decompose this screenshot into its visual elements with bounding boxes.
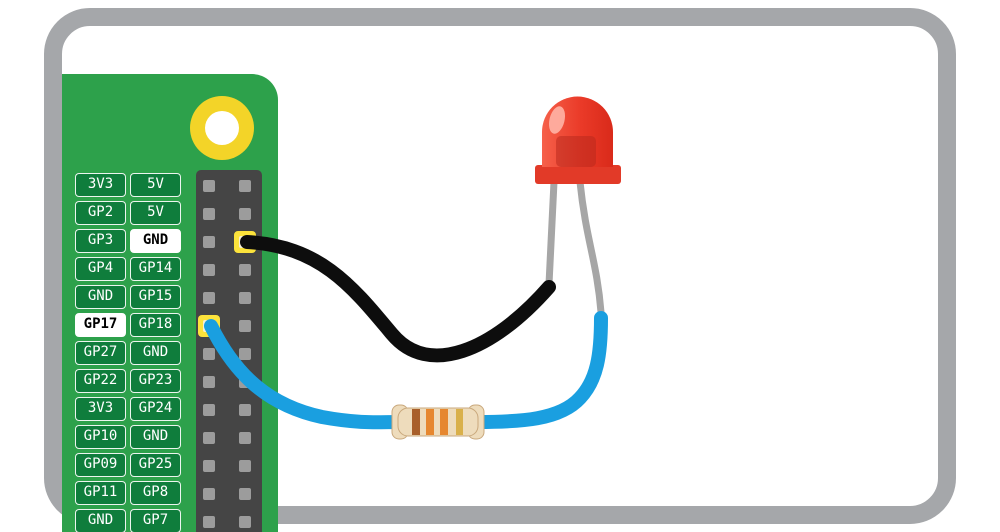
pin-row: GP22 GP23 bbox=[75, 369, 181, 393]
pin-row: GP3 GND bbox=[75, 229, 181, 253]
pin-hole bbox=[239, 376, 251, 388]
pin-row: 3V3 GP24 bbox=[75, 397, 181, 421]
pin-label: 3V3 bbox=[75, 173, 126, 197]
pin-row: 3V3 5V bbox=[75, 173, 181, 197]
pin-hole bbox=[239, 488, 251, 500]
pin-hole bbox=[239, 460, 251, 472]
pin-label: GP18 bbox=[130, 313, 181, 337]
pin-label: 3V3 bbox=[75, 397, 126, 421]
pin-hole bbox=[239, 236, 251, 248]
pin-label: GP09 bbox=[75, 453, 126, 477]
pin-label: 5V bbox=[130, 173, 181, 197]
pin-hole bbox=[239, 348, 251, 360]
pin-hole bbox=[239, 180, 251, 192]
pin-hole bbox=[203, 180, 215, 192]
pin-row: GND GP7 bbox=[75, 509, 181, 532]
pin-hole bbox=[239, 404, 251, 416]
pin-label: GP10 bbox=[75, 425, 126, 449]
pin-label: GP15 bbox=[130, 285, 181, 309]
pin-label: GP8 bbox=[130, 481, 181, 505]
pin-hole bbox=[203, 488, 215, 500]
pin-row: GP10 GND bbox=[75, 425, 181, 449]
pin-hole bbox=[239, 292, 251, 304]
pin-hole bbox=[239, 432, 251, 444]
pin-label: GND bbox=[75, 509, 126, 532]
pin-label: GND bbox=[130, 425, 181, 449]
pin-label: GP14 bbox=[130, 257, 181, 281]
pin-label: GP24 bbox=[130, 397, 181, 421]
pin-label: 5V bbox=[130, 201, 181, 225]
pin-row: GND GP15 bbox=[75, 285, 181, 309]
pin-row: GP4 GP14 bbox=[75, 257, 181, 281]
mounting-hole-center bbox=[205, 111, 239, 145]
pin-label: GND bbox=[75, 285, 126, 309]
pin-hole bbox=[203, 432, 215, 444]
pin-hole bbox=[203, 292, 215, 304]
pin-label: GP4 bbox=[75, 257, 126, 281]
pin-hole bbox=[203, 516, 215, 528]
pin-label: GP11 bbox=[75, 481, 126, 505]
pin-hole bbox=[239, 320, 251, 332]
pin-header bbox=[196, 170, 262, 532]
pin-label: GND bbox=[130, 341, 181, 365]
pin-label-gp17-highlighted: GP17 bbox=[75, 313, 126, 337]
pin-row: GP17 GP18 bbox=[75, 313, 181, 337]
pin-hole bbox=[203, 376, 215, 388]
mounting-hole bbox=[190, 96, 254, 160]
pin-hole bbox=[203, 320, 215, 332]
pin-hole bbox=[239, 208, 251, 220]
pin-row: GP27 GND bbox=[75, 341, 181, 365]
pin-row: GP11 GP8 bbox=[75, 481, 181, 505]
pin-label: GP3 bbox=[75, 229, 126, 253]
pin-hole bbox=[239, 516, 251, 528]
pin-label: GP7 bbox=[130, 509, 181, 532]
pin-hole bbox=[239, 264, 251, 276]
pin-label: GP27 bbox=[75, 341, 126, 365]
pin-row: GP2 5V bbox=[75, 201, 181, 225]
pin-label: GP22 bbox=[75, 369, 126, 393]
pin-label-gnd-highlighted: GND bbox=[130, 229, 181, 253]
pin-label: GP23 bbox=[130, 369, 181, 393]
pin-hole bbox=[203, 208, 215, 220]
pin-hole bbox=[203, 236, 215, 248]
pin-hole bbox=[203, 264, 215, 276]
pin-hole bbox=[203, 404, 215, 416]
pin-hole bbox=[203, 348, 215, 360]
gpio-label-rows: 3V3 5V GP2 5V GP3 GND GP4 GP14 GND GP15 … bbox=[75, 173, 181, 532]
pin-row: GP09 GP25 bbox=[75, 453, 181, 477]
pin-label: GP25 bbox=[130, 453, 181, 477]
pin-hole bbox=[203, 460, 215, 472]
pin-label: GP2 bbox=[75, 201, 126, 225]
